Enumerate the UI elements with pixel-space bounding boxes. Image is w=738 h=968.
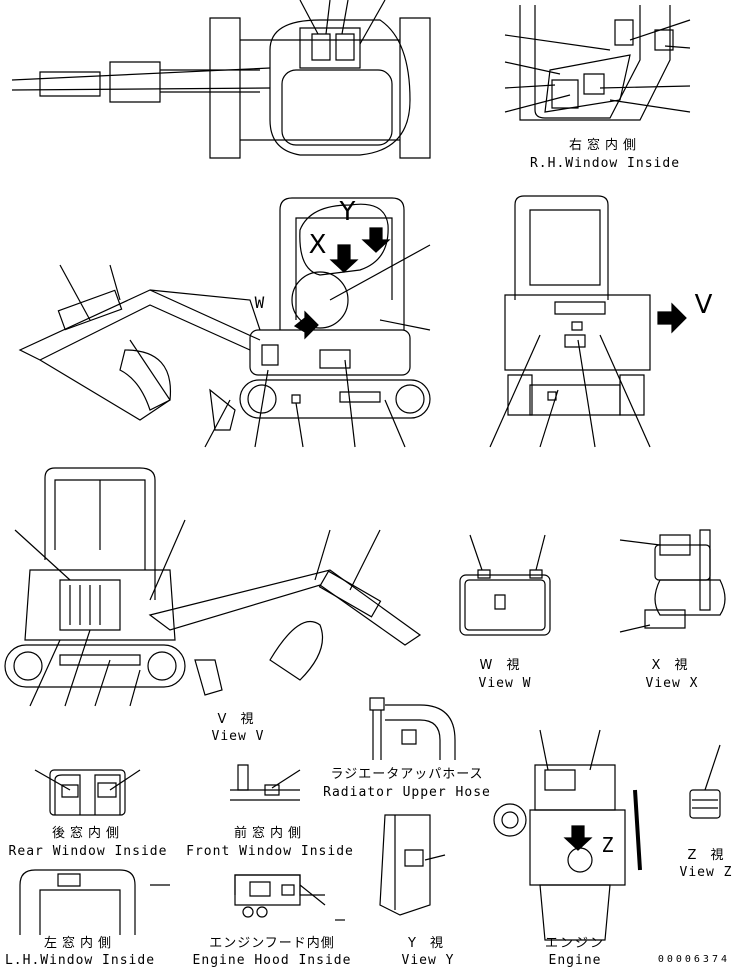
view-v-caption-jp: V 視 <box>217 712 259 727</box>
rear-view <box>490 196 686 447</box>
view-y-caption-en: View Y <box>401 953 455 968</box>
lh-window-caption-en: L.H.Window Inside <box>4 953 156 968</box>
side-view-right <box>20 198 430 447</box>
view-letter-v: V <box>694 290 714 320</box>
rear-window-caption-jp: 後窓内側 <box>51 826 125 841</box>
engine-caption-en: Engine <box>548 953 602 968</box>
engine-detail <box>494 730 640 940</box>
view-z-detail <box>690 745 720 818</box>
front-window-caption-jp: 前窓内側 <box>233 826 307 841</box>
view-z-caption-en: View Z <box>679 865 733 880</box>
view-x-caption-jp: X 視 <box>651 658 693 673</box>
view-letter-y: Y <box>339 197 357 227</box>
view-v-caption-en: View V <box>211 729 265 744</box>
radiator-hose-detail <box>370 698 455 760</box>
view-x-detail <box>620 530 725 632</box>
top-view-excavator <box>12 0 430 158</box>
front-window-detail <box>230 765 300 800</box>
side-view-left <box>5 468 420 706</box>
radiator-caption-jp: ラジエータアッパホース <box>330 767 484 782</box>
engine-hood-caption-jp: エンジンフード内側 <box>209 936 335 951</box>
engine-hood-caption-en: Engine Hood Inside <box>192 953 352 968</box>
rear-window-caption-en: Rear Window Inside <box>8 844 168 859</box>
drawing-number: 00006374 <box>657 954 730 965</box>
lh-window-detail <box>20 870 170 935</box>
view-y-caption-jp: Y 視 <box>407 936 449 951</box>
view-z-caption-jp: Z 視 <box>687 848 729 863</box>
view-w-caption-en: View W <box>478 676 532 691</box>
engine-hood-detail <box>235 875 345 920</box>
view-w-detail <box>460 535 550 635</box>
rh-window-caption-en: R.H.Window Inside <box>529 156 681 171</box>
view-letter-x: X <box>308 230 328 260</box>
view-w-caption-jp: W 視 <box>479 658 525 673</box>
rh-window-caption-jp: 右窓内側 <box>568 138 642 153</box>
view-x-caption-en: View X <box>645 676 699 691</box>
radiator-caption-en: Radiator Upper Hose <box>323 785 491 800</box>
view-y-detail <box>380 815 445 915</box>
rear-window-detail <box>35 770 140 815</box>
view-letter-w: W <box>254 293 266 312</box>
view-letter-z: Z <box>601 833 615 857</box>
engine-caption-jp: エンジン <box>544 936 606 951</box>
lh-window-caption-jp: 左窓内側 <box>43 936 117 951</box>
rh-window-detail <box>505 5 690 120</box>
front-window-caption-en: Front Window Inside <box>186 844 354 859</box>
